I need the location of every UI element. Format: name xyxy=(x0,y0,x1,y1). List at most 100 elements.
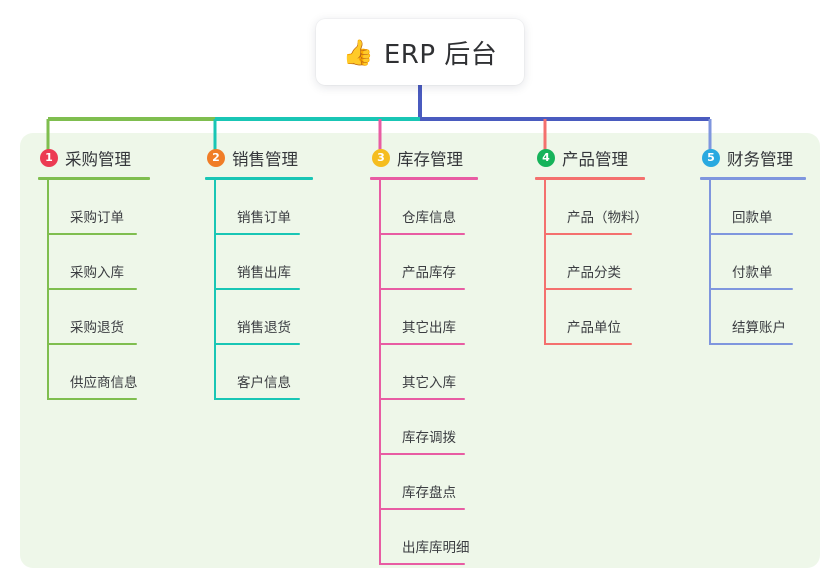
column-5: 5 财务管理回款单付款单结算账户 xyxy=(700,146,806,345)
root-node[interactable]: 👍 ERP 后台 xyxy=(316,19,524,85)
list-item[interactable]: 付款单 xyxy=(700,235,806,290)
list-item-rule xyxy=(214,398,300,400)
column-header-5[interactable]: 5 财务管理 xyxy=(700,146,806,170)
column-badge-icon: 4 xyxy=(537,149,555,167)
column-spine xyxy=(214,180,216,400)
list-item-rule xyxy=(379,288,465,290)
list-item[interactable]: 采购入库 xyxy=(38,235,150,290)
list-item-rule xyxy=(47,288,137,290)
list-item[interactable]: 销售退货 xyxy=(205,290,313,345)
list-item[interactable]: 其它出库 xyxy=(370,290,478,345)
list-item-label: 销售订单 xyxy=(237,210,291,226)
list-item[interactable]: 产品库存 xyxy=(370,235,478,290)
list-item-label: 回款单 xyxy=(732,210,773,226)
column-badge-icon: 1 xyxy=(40,149,58,167)
column-header-rule xyxy=(205,177,313,180)
list-item-rule xyxy=(379,398,465,400)
list-item-rule xyxy=(47,233,137,235)
column-4: 4 产品管理产品（物料） 产品分类产品单位 xyxy=(535,146,648,345)
thumbs-up-icon: 👍 xyxy=(342,37,374,67)
list-item[interactable]: 仓库信息 xyxy=(370,180,478,235)
list-item-label: 采购入库 xyxy=(70,265,124,281)
list-item-label: 其它出库 xyxy=(402,320,456,336)
list-item-label: 产品（物料） xyxy=(567,210,648,226)
list-item-rule xyxy=(709,288,793,290)
list-item[interactable]: 客户信息 xyxy=(205,345,313,400)
column-items: 回款单付款单结算账户 xyxy=(700,180,806,345)
list-item-label: 仓库信息 xyxy=(402,210,456,226)
list-item-rule xyxy=(379,508,465,510)
list-item[interactable]: 出库库明细 xyxy=(370,510,478,565)
list-item[interactable]: 其它入库 xyxy=(370,345,478,400)
list-item[interactable]: 产品（物料） xyxy=(535,180,648,235)
column-title: 财务管理 xyxy=(727,150,793,169)
column-spine xyxy=(379,180,381,565)
list-item-rule xyxy=(379,563,465,565)
list-item-rule xyxy=(379,453,465,455)
list-item-label: 其它入库 xyxy=(402,375,456,391)
list-item-label: 库存调拨 xyxy=(402,430,456,446)
list-item[interactable]: 产品分类 xyxy=(535,235,645,290)
list-item-rule xyxy=(379,343,465,345)
column-header-rule xyxy=(535,177,645,180)
column-items: 采购订单采购入库采购退货供应商信息 xyxy=(38,180,150,400)
column-items: 销售订单销售出库销售退货客户信息 xyxy=(205,180,313,400)
column-header-rule xyxy=(700,177,806,180)
list-item-rule xyxy=(544,343,632,345)
list-item-label: 采购退货 xyxy=(70,320,124,336)
column-title: 销售管理 xyxy=(232,150,298,169)
column-header-rule xyxy=(38,177,150,180)
list-item[interactable]: 供应商信息 xyxy=(38,345,150,400)
list-item-label: 产品库存 xyxy=(402,265,456,281)
column-header-2[interactable]: 2 销售管理 xyxy=(205,146,313,170)
list-item-label: 付款单 xyxy=(732,265,773,281)
list-item-rule xyxy=(709,343,793,345)
list-item-rule xyxy=(379,233,465,235)
column-badge-icon: 5 xyxy=(702,149,720,167)
list-item-rule xyxy=(214,343,300,345)
list-item[interactable]: 销售出库 xyxy=(205,235,313,290)
list-item-label: 库存盘点 xyxy=(402,485,456,501)
list-item-label: 采购订单 xyxy=(70,210,124,226)
list-item-label: 产品分类 xyxy=(567,265,621,281)
list-item[interactable]: 回款单 xyxy=(700,180,806,235)
list-item-label: 出库库明细 xyxy=(402,540,470,556)
list-item-label: 供应商信息 xyxy=(70,375,138,391)
list-item-rule xyxy=(214,233,300,235)
list-item-rule xyxy=(544,233,632,235)
list-item[interactable]: 产品单位 xyxy=(535,290,645,345)
column-title: 产品管理 xyxy=(562,150,628,169)
list-item-label: 销售出库 xyxy=(237,265,291,281)
column-header-rule xyxy=(370,177,478,180)
list-item[interactable]: 采购退货 xyxy=(38,290,150,345)
list-item-rule xyxy=(47,343,137,345)
page-title: ERP 后台 xyxy=(383,39,498,70)
list-item-rule xyxy=(47,398,137,400)
list-item-label: 结算账户 xyxy=(732,320,786,336)
column-items: 产品（物料） 产品分类产品单位 xyxy=(535,180,648,345)
column-title: 库存管理 xyxy=(397,150,463,169)
column-2: 2 销售管理销售订单销售出库销售退货客户信息 xyxy=(205,146,313,400)
list-item-rule xyxy=(214,288,300,290)
list-item[interactable]: 库存调拨 xyxy=(370,400,478,455)
column-spine xyxy=(709,180,711,345)
column-spine xyxy=(47,180,49,400)
column-spine xyxy=(544,180,546,345)
list-item-label: 销售退货 xyxy=(237,320,291,336)
list-item-label: 客户信息 xyxy=(237,375,291,391)
list-item[interactable]: 库存盘点 xyxy=(370,455,478,510)
list-item-rule xyxy=(709,233,793,235)
list-item[interactable]: 采购订单 xyxy=(38,180,150,235)
list-item-rule xyxy=(544,288,632,290)
column-header-4[interactable]: 4 产品管理 xyxy=(535,146,645,170)
column-badge-icon: 2 xyxy=(207,149,225,167)
column-items: 仓库信息产品库存其它出库其它入库库存调拨库存盘点出库库明细 xyxy=(370,180,478,565)
list-item[interactable]: 结算账户 xyxy=(700,290,806,345)
list-item[interactable]: 销售订单 xyxy=(205,180,313,235)
list-item-label: 产品单位 xyxy=(567,320,621,336)
